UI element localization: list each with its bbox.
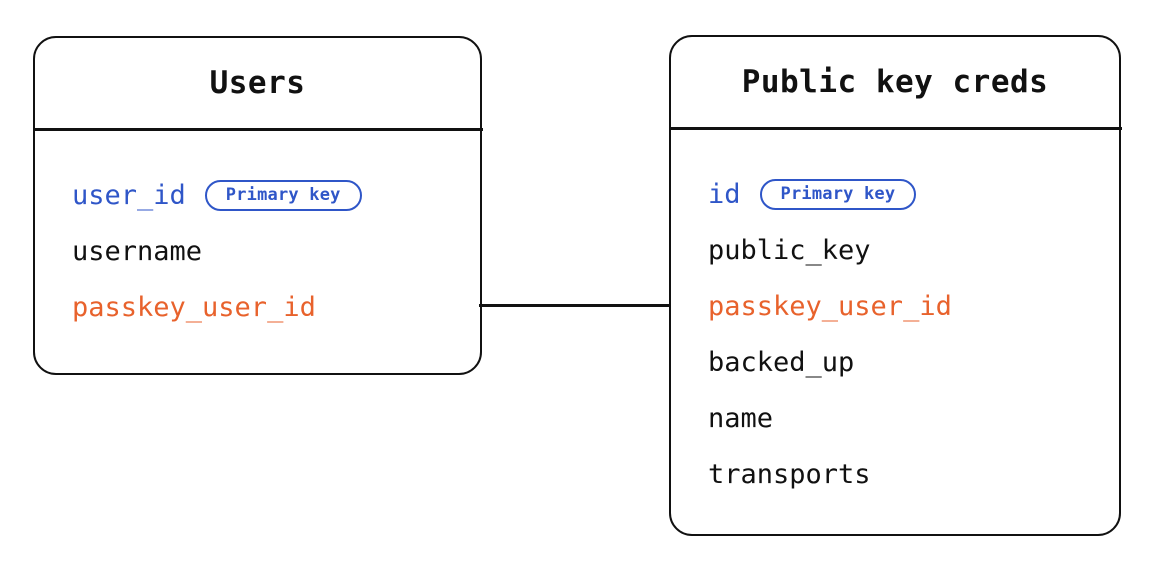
field-row-users-passkey-user-id[interactable]: passkey_user_id <box>72 290 316 324</box>
entity-header-divider-users <box>32 128 483 131</box>
relationship-connector-line <box>479 304 672 307</box>
field-row-creds-passkey-user-id[interactable]: passkey_user_id <box>708 289 952 323</box>
entity-box-public-key-creds[interactable]: Public key creds id Primary key public_k… <box>668 35 1122 536</box>
field-row-username[interactable]: username <box>72 234 202 268</box>
field-row-name[interactable]: name <box>708 401 773 435</box>
field-name-id: id <box>708 178 741 210</box>
entity-title-public-key-creds: Public key creds <box>741 63 1049 100</box>
field-row-id[interactable]: id Primary key <box>708 177 917 211</box>
primary-key-badge-users: Primary key <box>204 179 362 211</box>
primary-key-badge-public-key-creds: Primary key <box>759 178 917 210</box>
entity-box-users[interactable]: Users user_id Primary key username passk… <box>32 36 483 375</box>
field-name-public-key: public_key <box>708 234 871 266</box>
field-row-transports[interactable]: transports <box>708 457 871 491</box>
field-name-name: name <box>708 402 774 434</box>
primary-key-badge-label-users: Primary key <box>225 184 341 205</box>
field-name-username: username <box>72 235 203 267</box>
field-name-backed-up: backed_up <box>708 346 855 378</box>
entity-header-public-key-creds: Public key creds <box>671 37 1119 127</box>
field-name-creds-passkey-user-id: passkey_user_id <box>708 290 952 322</box>
entity-title-users: Users <box>209 64 306 101</box>
entity-header-divider-public-key-creds <box>668 127 1122 130</box>
primary-key-badge-label-public-key-creds: Primary key <box>780 183 896 204</box>
field-name-transports: transports <box>708 458 871 490</box>
field-row-backed-up[interactable]: backed_up <box>708 345 854 379</box>
entity-header-users: Users <box>35 38 480 128</box>
field-name-user-id: user_id <box>72 179 186 211</box>
field-row-public-key[interactable]: public_key <box>708 233 871 267</box>
field-name-users-passkey-user-id: passkey_user_id <box>72 291 316 323</box>
field-row-user-id[interactable]: user_id Primary key <box>72 178 362 212</box>
